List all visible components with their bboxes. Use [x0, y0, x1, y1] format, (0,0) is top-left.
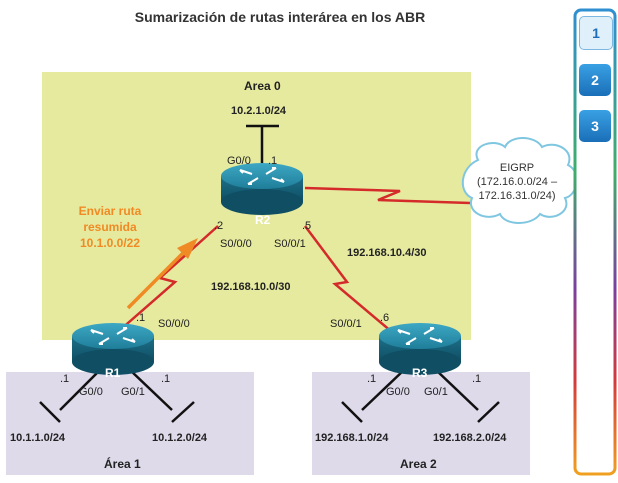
- r3-g01-label: G0/1: [424, 386, 448, 398]
- step-3-button[interactable]: 3: [579, 110, 611, 142]
- serial-link-r2-eigrp: [304, 186, 471, 205]
- summary-annotation-line2: resumida: [83, 220, 137, 234]
- r1-g00-ip: .1: [60, 373, 70, 385]
- serial-link-r2-r3: [304, 225, 393, 333]
- eigrp-line3: 172.16.31.0/24): [478, 190, 556, 202]
- summary-annotation-line1: Enviar ruta: [78, 204, 142, 218]
- network-r3-lan2: 192.168.2.0/24: [433, 432, 507, 444]
- network-link-r2-r3: 192.168.10.4/30: [347, 247, 427, 259]
- summary-arrow: [126, 248, 188, 310]
- r1-g01-ip: .1: [161, 373, 171, 385]
- r2-s001-label: S0/0/1: [274, 238, 306, 250]
- router-r3-icon: [379, 323, 461, 375]
- r2-s001-ip: .5: [302, 220, 312, 232]
- area-2-label: Area 2: [400, 457, 437, 471]
- r3-s001-label: S0/0/1: [330, 318, 362, 330]
- r3-g00-label: G0/0: [386, 386, 410, 398]
- area-2-zone: [312, 372, 530, 475]
- step-1-button[interactable]: 1: [579, 16, 613, 50]
- network-r1-lan1: 10.1.1.0/24: [10, 432, 66, 444]
- r2-g00-ip: .1: [268, 155, 278, 167]
- step-2-button[interactable]: 2: [579, 64, 611, 96]
- r2-s000-ip: .2: [214, 220, 224, 232]
- r1-g01-label: G0/1: [121, 386, 145, 398]
- router-r2-label: R2: [255, 213, 271, 227]
- r2-g00-label: G0/0: [227, 155, 251, 167]
- step-panel: 1 2 3: [573, 8, 617, 478]
- r2-s000-label: S0/0/0: [220, 238, 252, 250]
- eigrp-cloud-icon: [462, 137, 578, 224]
- area-1-zone: [6, 372, 254, 475]
- eigrp-line1: EIGRP: [499, 162, 535, 174]
- summary-annotation: Enviar ruta resumida 10.1.0.0/22: [58, 203, 162, 251]
- page-title: Sumarización de rutas interárea en los A…: [134, 9, 426, 25]
- summary-annotation-line3: 10.1.0.0/22: [79, 236, 141, 250]
- r1-s000-label: S0/0/0: [158, 318, 190, 330]
- router-r1-label: R1: [105, 366, 121, 380]
- area-1-label: Área 1: [104, 457, 141, 471]
- r1-s000-ip: .1: [136, 312, 146, 324]
- network-r3-lan1: 192.168.1.0/24: [315, 432, 389, 444]
- r3-g01-ip: .1: [472, 373, 482, 385]
- network-link-r1-r2: 192.168.10.0/30: [211, 281, 291, 293]
- eigrp-label: EIGRP (172.16.0.0/24 – 172.16.31.0/24): [465, 161, 569, 203]
- network-r2-lan: 10.2.1.0/24: [231, 105, 287, 117]
- eigrp-line2: (172.16.0.0/24 –: [476, 176, 558, 188]
- r3-s001-ip: .6: [380, 312, 390, 324]
- r3-g00-ip: .1: [367, 373, 377, 385]
- router-r1-icon: [72, 323, 154, 375]
- router-r2-icon: [221, 163, 303, 215]
- network-r1-lan2: 10.1.2.0/24: [152, 432, 208, 444]
- area-0-label: Area 0: [244, 79, 281, 93]
- r1-g00-label: G0/0: [79, 386, 103, 398]
- router-r3-label: R3: [412, 366, 428, 380]
